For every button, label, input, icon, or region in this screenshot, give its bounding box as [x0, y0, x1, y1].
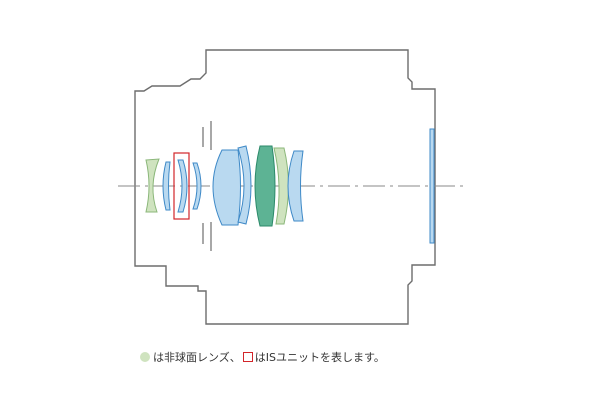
aspheric-lens-element [273, 147, 289, 225]
aspheric-legend-icon [140, 352, 150, 362]
is-unit-box [173, 152, 190, 220]
aspheric-lens-element [254, 145, 276, 227]
lens-element [429, 128, 435, 244]
aspheric-lens-element [145, 158, 160, 213]
lens-element [237, 145, 252, 225]
aspheric-legend-text: は非球面レンズ、 [153, 351, 241, 364]
lens-element [192, 162, 202, 210]
legend-caption: は非球面レンズ、 はISユニットを表します。 [140, 349, 385, 365]
lens-element [177, 159, 188, 213]
lens-element [212, 149, 241, 226]
aperture-marks [202, 121, 212, 251]
lens-barrel-outline [134, 49, 436, 325]
lens-element [287, 150, 304, 222]
lens-element [162, 161, 171, 211]
is-unit-legend-text: はISユニットを表します。 [254, 351, 385, 364]
is-unit-legend-icon [242, 352, 253, 362]
